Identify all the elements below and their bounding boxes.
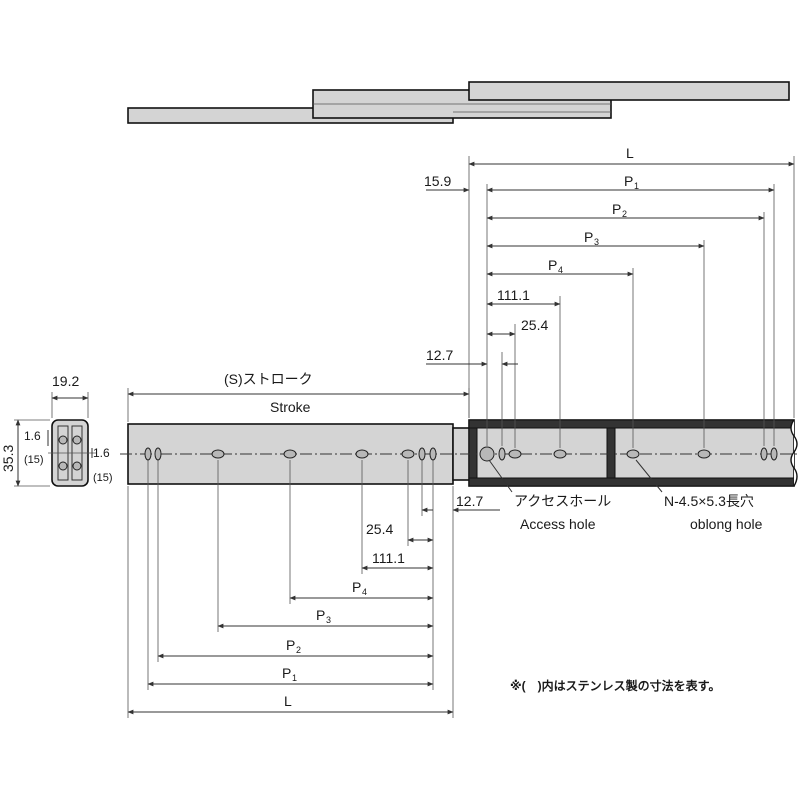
svg-text:P: P	[352, 579, 361, 595]
svg-text:P: P	[282, 665, 291, 681]
oblong-hole-label-en: oblong hole	[690, 516, 763, 532]
dim-1-6-left: 1.6	[24, 429, 41, 443]
stainless-note: ※( )内はステンレス製の寸法を表す。	[510, 678, 720, 693]
dim-25-4-top: 25.4	[521, 317, 548, 333]
extended-rail-view	[127, 81, 790, 124]
svg-text:P: P	[612, 201, 621, 217]
dim-L-bottom: L	[284, 693, 292, 709]
top-dimensions	[426, 156, 795, 448]
svg-text:P: P	[316, 607, 325, 623]
bottom-dimensions	[127, 460, 500, 718]
dim-15-right: (15)	[93, 472, 113, 484]
svg-text:4: 4	[362, 587, 367, 597]
stroke-label-jp: (S)ストローク	[224, 371, 313, 387]
stroke-label-en: Stroke	[270, 399, 311, 415]
dim-L-top: L	[626, 145, 634, 161]
stroke-dimension	[127, 388, 470, 422]
oblong-hole	[697, 449, 711, 459]
svg-text:P: P	[548, 257, 557, 273]
svg-text:1: 1	[634, 181, 639, 191]
dim-1-6-right: 1.6	[93, 446, 110, 460]
inner-rail-bar	[468, 81, 790, 101]
svg-text:1: 1	[292, 673, 297, 683]
svg-text:2: 2	[622, 209, 627, 219]
svg-text:P: P	[286, 637, 295, 653]
access-hole-label-en: Access hole	[520, 516, 596, 532]
side-view-rail	[120, 419, 800, 487]
dim-111-1-top: 111.1	[497, 287, 530, 303]
cross-section-view	[14, 392, 96, 487]
svg-text:P: P	[624, 173, 633, 189]
access-hole	[479, 446, 495, 462]
access-hole-label-jp: アクセスホール	[514, 493, 611, 509]
dim-19-2: 19.2	[52, 373, 79, 389]
dim-25-4-bottom: 25.4	[366, 521, 393, 537]
svg-text:2: 2	[296, 645, 301, 655]
svg-text:3: 3	[594, 237, 599, 247]
svg-text:4: 4	[558, 265, 563, 275]
oblong-hole-label-jp: N-4.5×5.3長穴	[664, 493, 754, 509]
svg-text:P: P	[584, 229, 593, 245]
dim-12-7-bottom: 12.7	[456, 493, 483, 509]
dim-15-9: 15.9	[424, 173, 451, 189]
dim-35-3: 35.3	[0, 445, 16, 472]
dim-15-left: (15)	[24, 454, 44, 466]
dim-12-7-top: 12.7	[426, 347, 453, 363]
dim-111-1-bottom: 111.1	[372, 550, 405, 566]
svg-text:3: 3	[326, 615, 331, 625]
